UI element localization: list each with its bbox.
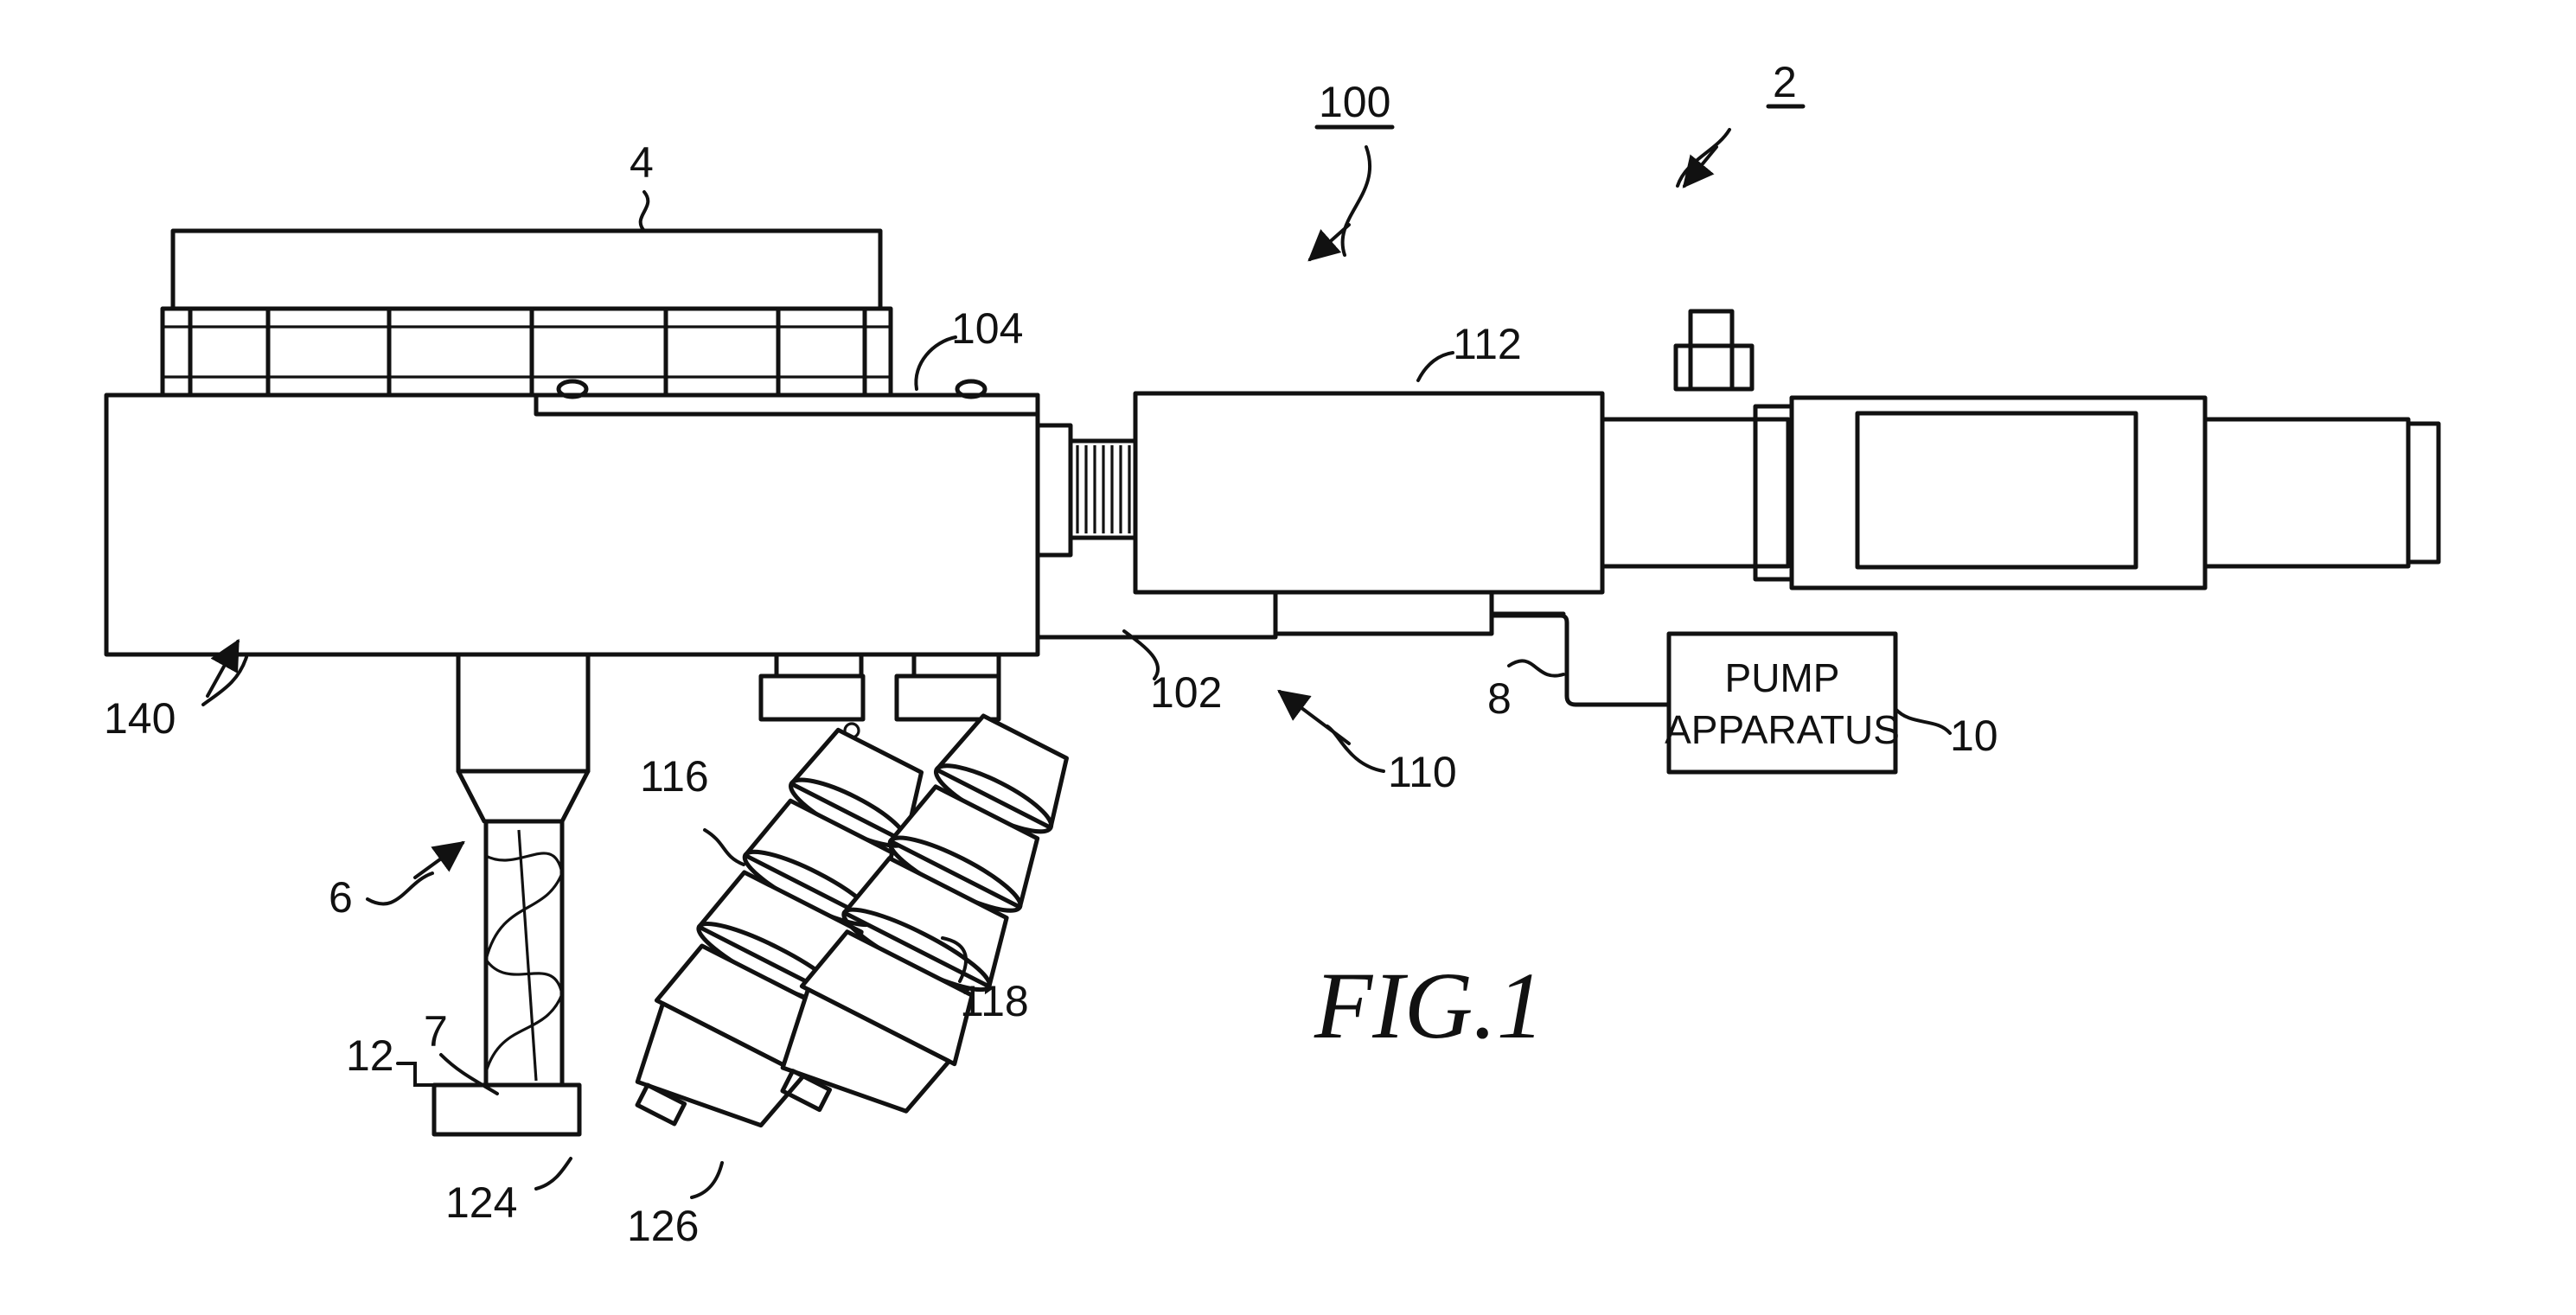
reference-labels: 2 100 4 104 112 140 102 110 8 10 6 7 12 … — [104, 58, 1998, 1250]
spindle-tool — [456, 652, 591, 1088]
coolant-nozzle-118 — [780, 713, 1069, 1114]
leader-100 — [1340, 145, 1372, 257]
figure-caption: FIG.1 — [1314, 953, 1544, 1058]
threaded-coupler — [1035, 423, 1138, 558]
label-102: 102 — [1150, 668, 1222, 717]
label-116: 116 — [640, 752, 709, 801]
leader-8 — [1507, 659, 1565, 678]
label-100: 100 — [1319, 78, 1390, 126]
arrow-6 — [413, 840, 465, 879]
pump-line-1: PUMP — [1725, 655, 1840, 700]
label-118: 118 — [960, 977, 1029, 1025]
label-112: 112 — [1453, 320, 1522, 368]
leader-6 — [366, 871, 434, 906]
leader-4 — [638, 190, 650, 233]
arrow-110 — [1277, 689, 1351, 745]
label-12: 12 — [346, 1031, 394, 1080]
arrow-140 — [206, 638, 240, 698]
label-4: 4 — [630, 138, 654, 187]
label-126: 126 — [627, 1202, 699, 1250]
label-10: 10 — [1950, 712, 1998, 760]
fluid-line — [1035, 611, 1672, 707]
pump-apparatus-box: PUMP APPARATUS — [1665, 631, 1900, 775]
leader-2 — [1676, 128, 1731, 188]
label-2: 2 — [1773, 58, 1797, 106]
leader-102 — [1122, 629, 1160, 680]
leader-7 — [439, 1053, 499, 1095]
right-assembly — [1600, 309, 2441, 590]
leader-118 — [941, 936, 968, 983]
nozzle-mounts — [758, 652, 1001, 739]
leader-140 — [201, 655, 248, 706]
leader-126 — [690, 1161, 724, 1199]
workpiece — [431, 1082, 582, 1137]
arrow-2 — [1682, 145, 1718, 188]
machine-head — [104, 379, 1040, 657]
label-124: 124 — [445, 1178, 517, 1227]
leader-112 — [1416, 351, 1454, 382]
leader-104 — [914, 335, 957, 391]
pump-line-2: APPARATUS — [1665, 707, 1900, 752]
leader-lines — [201, 128, 1952, 1199]
arrow-100 — [1307, 223, 1351, 262]
label-140: 140 — [104, 694, 176, 743]
leader-116 — [703, 828, 745, 866]
leader-124 — [534, 1157, 572, 1191]
leader-12 — [396, 1062, 436, 1087]
housing-112 — [1133, 391, 1605, 636]
label-104: 104 — [951, 304, 1023, 353]
label-7: 7 — [424, 1007, 448, 1056]
label-8: 8 — [1487, 674, 1512, 723]
tool-magazine — [160, 228, 893, 398]
leader-10 — [1894, 707, 1952, 735]
label-6: 6 — [329, 873, 353, 922]
label-110: 110 — [1388, 748, 1457, 796]
